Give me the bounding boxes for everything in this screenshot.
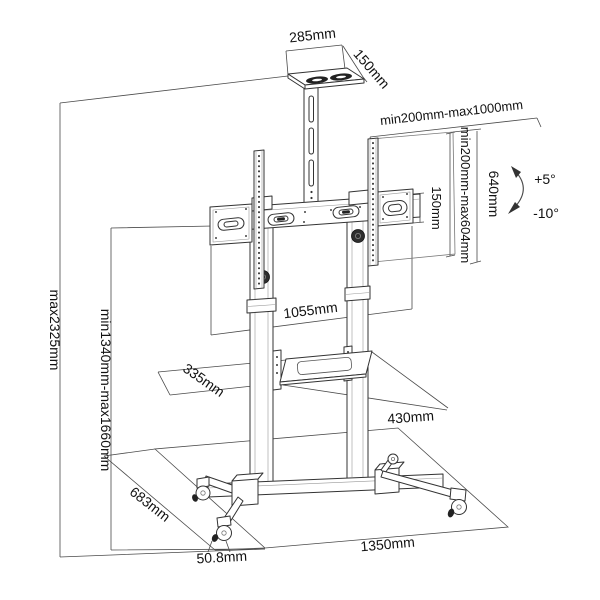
dim-base-depth-label: 683mm <box>127 483 174 524</box>
dim-mount-height-label: min200mm-max604mm <box>458 127 473 264</box>
right-column <box>344 213 371 481</box>
caster-front-right <box>447 487 467 518</box>
caster-rear-left <box>192 476 211 502</box>
dim-shelf-width-label: 430mm <box>387 407 435 426</box>
left-leg-block <box>231 472 264 507</box>
dim-rail-length-label: 640mm <box>486 171 502 218</box>
dim-rail-length-lines <box>452 128 482 265</box>
dim-base-depth-lines <box>103 448 266 551</box>
dim-base-width-label: 1350mm <box>360 534 416 555</box>
camera-shelf <box>287 67 365 90</box>
dim-top-shelf-width-lines <box>285 44 346 76</box>
right-tv-rail <box>367 137 379 267</box>
dim-caster-leaders <box>207 540 231 553</box>
right-rail-hook <box>348 189 370 206</box>
caster-front-left <box>211 515 232 542</box>
dim-overall-height-lines <box>59 75 289 558</box>
dim-mount-width-label: min200mm-max1000mm <box>379 97 524 128</box>
tilt-arrow-up-icon <box>511 166 521 178</box>
dim-top-shelf-width-label: 285mm <box>288 25 336 46</box>
dim-height-range-label: min1340mm-max1660mm <box>98 309 114 472</box>
camera-pole <box>303 85 319 208</box>
caster-rear-right <box>387 453 399 465</box>
dim-crossbar-width-label: 1055mm <box>282 299 338 322</box>
dim-caster-diameter-label: 50.8mm <box>196 548 247 567</box>
dimension-lines <box>59 44 542 558</box>
tilt-up-label: +5° <box>534 171 556 187</box>
dim-overall-height-label: max2325mm <box>47 290 63 371</box>
dim-top-shelf-depth-lines <box>342 45 368 83</box>
right-adjust-knob <box>351 229 365 243</box>
base-footprint-outline <box>154 427 509 549</box>
tilt-arrow-down-icon <box>508 202 520 214</box>
av-shelf <box>272 345 373 391</box>
dim-bracket-height-label: 150mm <box>429 186 444 229</box>
crossbar-slots <box>217 199 408 231</box>
left-tv-rail <box>253 149 265 290</box>
dim-crossbar-width-lines <box>210 226 413 336</box>
tilt-down-label: -10° <box>533 205 559 221</box>
dim-top-shelf-depth-label: 150mm <box>350 46 393 92</box>
